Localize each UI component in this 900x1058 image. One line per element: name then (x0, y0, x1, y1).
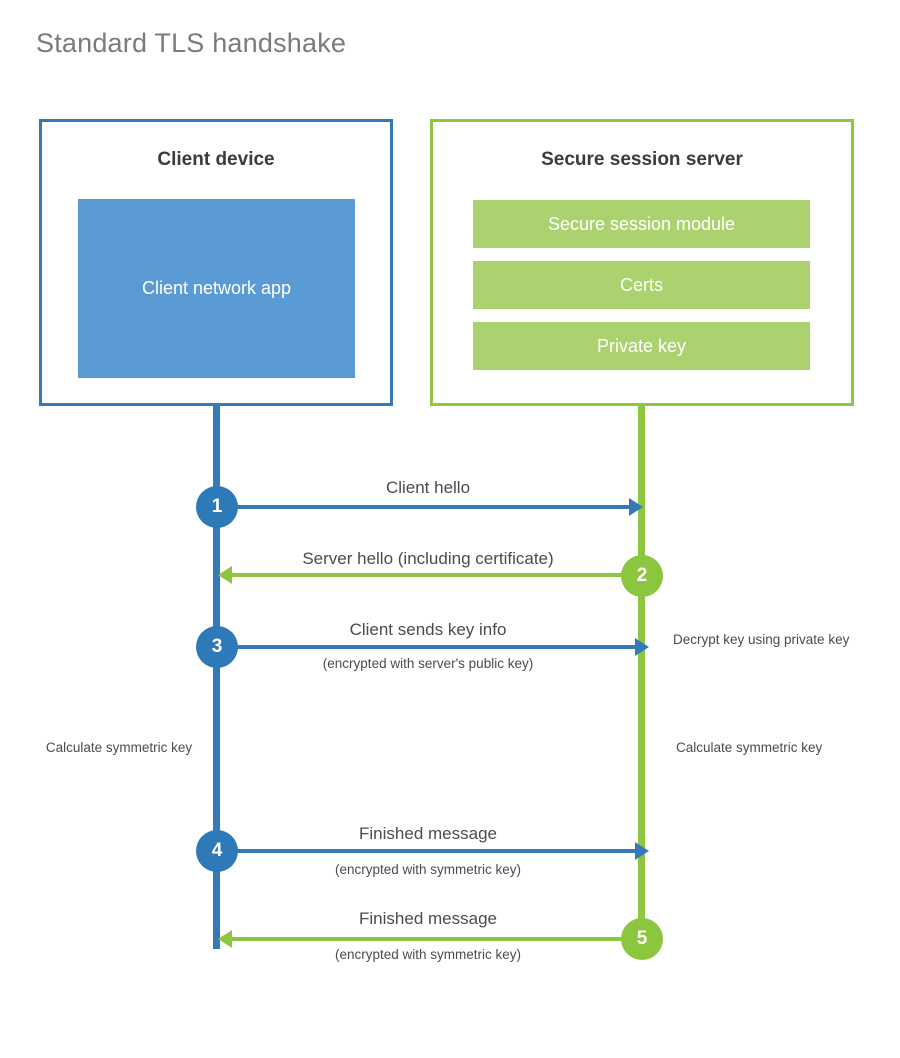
server-block-certs: Certs (473, 261, 810, 309)
server-lifeline (638, 403, 645, 939)
annotation-decrypt-key: Decrypt key using private key (673, 632, 850, 647)
server-block-secure-session-module: Secure session module (473, 200, 810, 248)
arrow-line-step-5 (232, 937, 629, 941)
arrow-line-step-3 (217, 645, 635, 649)
step-circle-1: 1 (196, 486, 238, 528)
step-circle-5: 5 (621, 918, 663, 960)
message-sublabel-step-4: (encrypted with symmetric key) (334, 862, 522, 877)
arrow-head-step-3 (635, 638, 649, 656)
client-network-app-block: Client network app (78, 199, 355, 378)
message-sublabel-step-3: (encrypted with server's public key) (322, 656, 534, 671)
secure-session-server-panel: Secure session server Secure session mod… (430, 119, 854, 406)
client-device-panel: Client device Client network app (39, 119, 393, 406)
secure-session-server-title: Secure session server (541, 149, 743, 170)
page-title: Standard TLS handshake (36, 28, 347, 58)
client-lifeline (213, 403, 220, 949)
arrow-head-step-2 (218, 566, 232, 584)
arrow-line-step-1 (217, 505, 629, 509)
server-block-private-key: Private key (473, 322, 810, 370)
arrow-line-step-2 (232, 573, 629, 577)
step-circle-3: 3 (196, 626, 238, 668)
client-device-title: Client device (157, 149, 275, 170)
message-label-step-2: Server hello (including certificate) (302, 549, 554, 568)
message-label-step-5: Finished message (359, 909, 497, 928)
annotation-client-calculate-symmetric-key: Calculate symmetric key (45, 740, 193, 755)
annotation-server-calculate-symmetric-key: Calculate symmetric key (676, 740, 823, 755)
message-label-step-3: Client sends key info (349, 620, 507, 639)
message-sublabel-step-5: (encrypted with symmetric key) (334, 947, 522, 962)
message-label-step-1: Client hello (385, 478, 471, 497)
arrow-head-step-4 (635, 842, 649, 860)
arrow-head-step-1 (629, 498, 643, 516)
step-circle-4: 4 (196, 830, 238, 872)
step-circle-2: 2 (621, 555, 663, 597)
arrow-head-step-5 (218, 930, 232, 948)
arrow-line-step-4 (217, 849, 635, 853)
message-label-step-4: Finished message (359, 824, 497, 843)
